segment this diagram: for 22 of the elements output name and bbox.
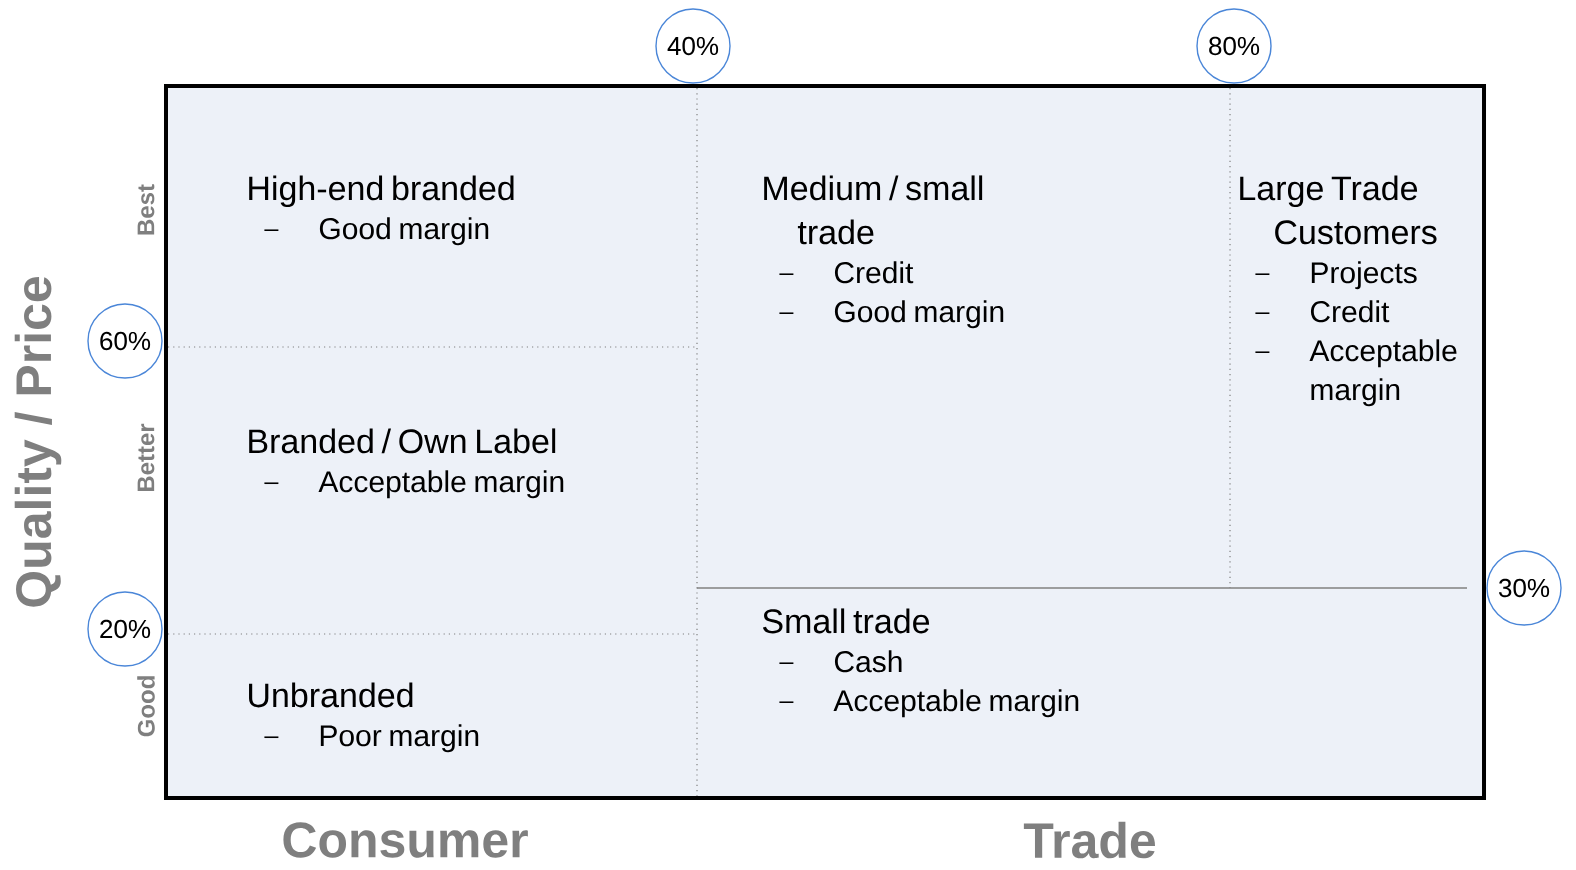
- cell-heading: Unbranded: [249, 682, 413, 708]
- cell-heading: High-end branded: [249, 175, 514, 208]
- bullet-item: Acceptable margin: [778, 689, 1079, 718]
- bullet-item: Acceptable margin: [263, 470, 564, 499]
- cell-heading: Medium / small trade: [764, 175, 983, 245]
- axis-level-label: Better: [137, 423, 155, 492]
- bullet-item: Projects: [1254, 261, 1417, 290]
- bullet-item: Good margin: [778, 300, 1004, 329]
- bullet-item: Good margin: [263, 217, 489, 246]
- bullet-item: Poor margin: [263, 724, 479, 753]
- quadrant-frame: [164, 84, 1486, 800]
- axis-level-label: Best: [137, 184, 155, 235]
- cell-heading: Large Trade Customers: [1240, 175, 1437, 245]
- bullet-item: Acceptable margin: [1254, 339, 1457, 407]
- axis-title: Trade: [1023, 821, 1155, 859]
- cell-heading: Branded / Own Label: [249, 428, 556, 454]
- cell-heading: Small trade: [762, 608, 930, 634]
- bullet-item: Cash: [778, 650, 902, 673]
- axis-title: Consumer: [283, 822, 528, 858]
- axis-title: Quality / Price: [14, 277, 62, 607]
- bullet-item: Credit: [778, 261, 914, 284]
- bullet-item: Credit: [1254, 300, 1390, 323]
